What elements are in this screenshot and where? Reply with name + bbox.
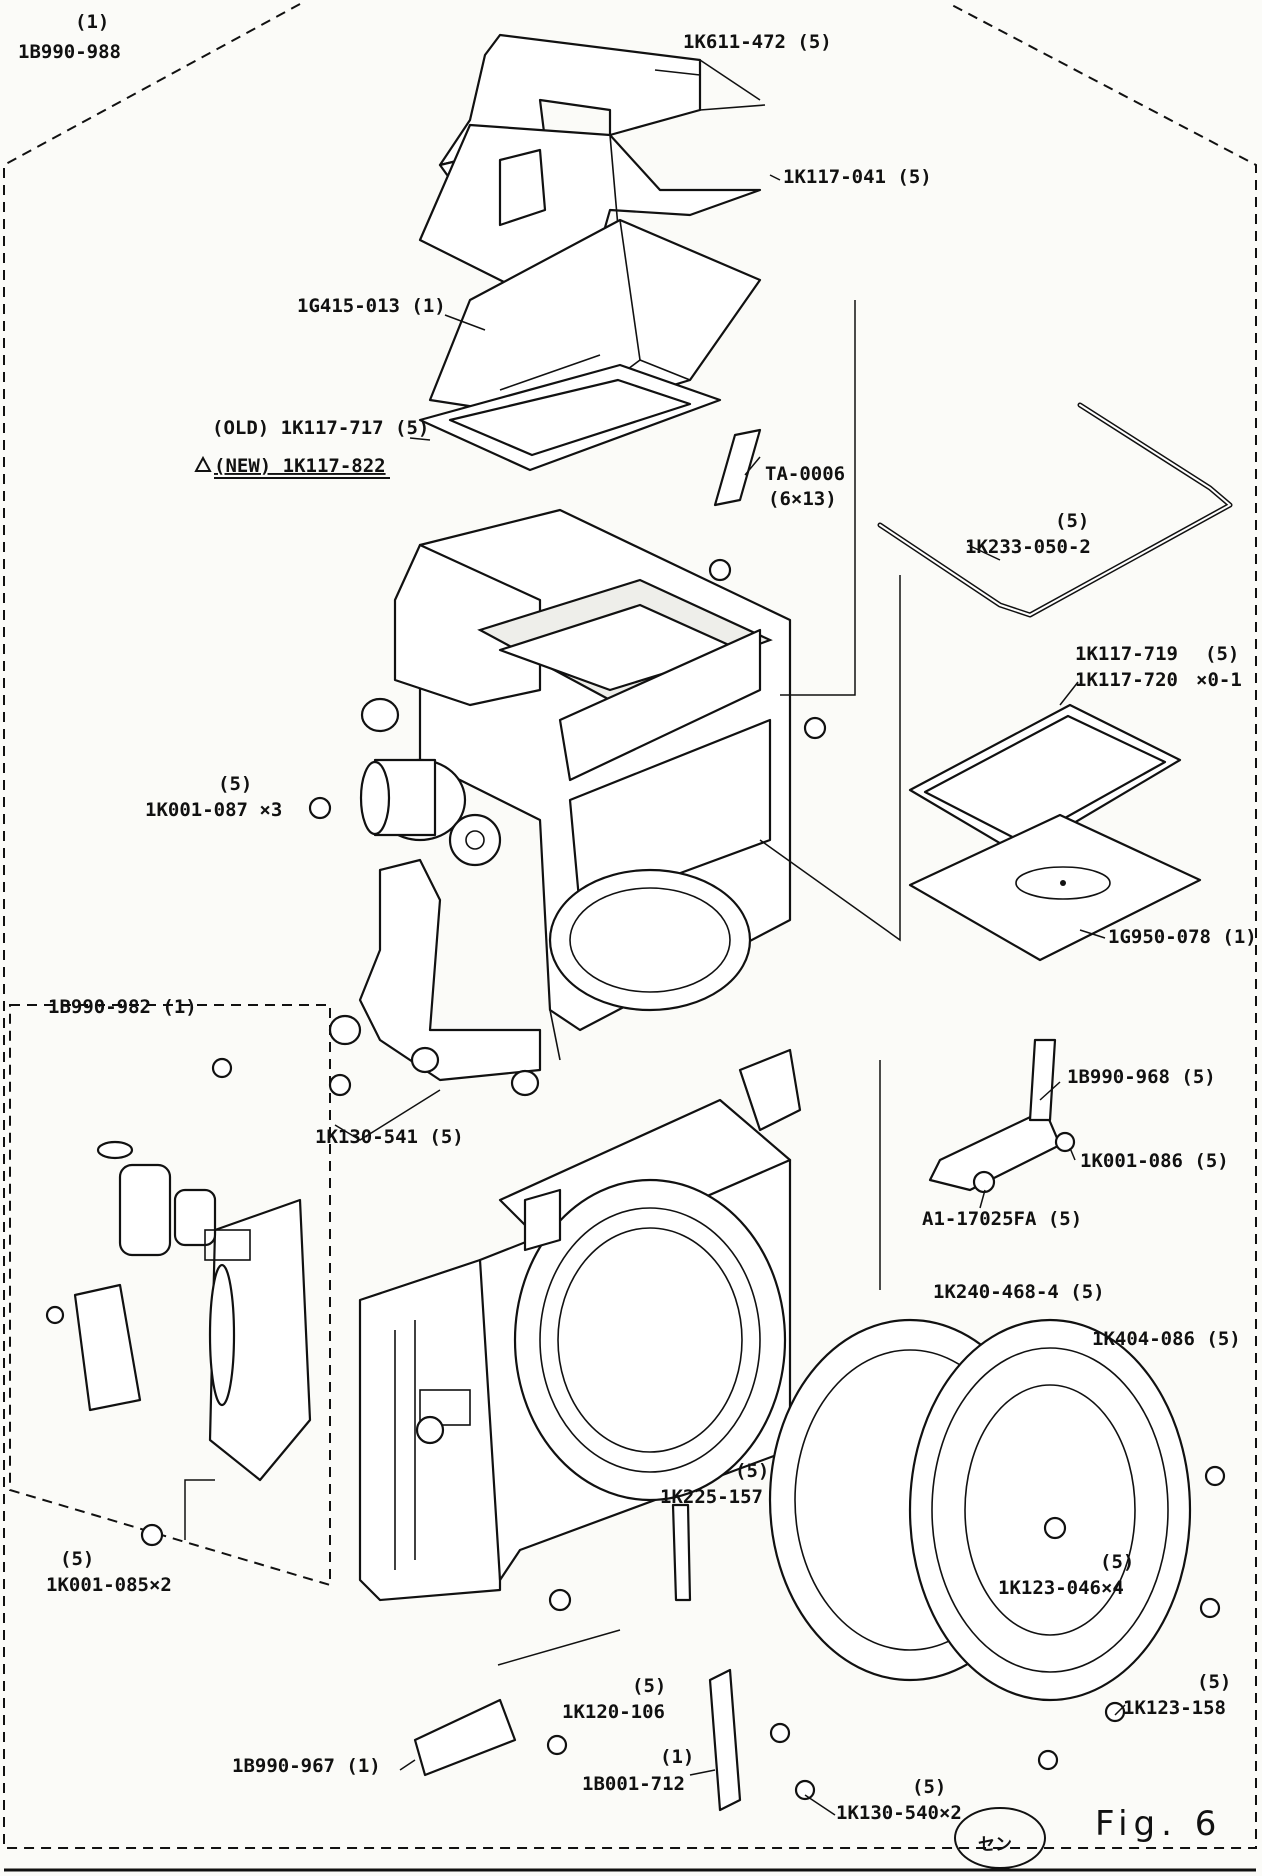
label-assy-main-qty: (1)	[75, 11, 109, 33]
bayonet-part	[908, 1318, 1192, 1702]
label-screw-bayonet-qty: (5)	[1100, 1551, 1134, 1573]
label-gasket-new: (NEW) 1K117-822	[214, 455, 386, 477]
lead-line	[1114, 1704, 1126, 1716]
label-screen-frame-a: 1K117-719	[1075, 643, 1178, 665]
label-screw-lever: 1K001-086 (5)	[1080, 1150, 1229, 1172]
label-lock-assy: 1B990-967 (1)	[232, 1755, 381, 1777]
gasket-part	[418, 363, 722, 472]
label-lever-assy: 1B990-968 (5)	[1067, 1066, 1216, 1088]
screws	[45, 558, 1226, 1801]
label-spring: 1K225-157	[660, 1486, 763, 1508]
lead-line	[744, 456, 761, 476]
label-screen-frame-b: 1K117-720	[1075, 669, 1178, 691]
label-finder-plate: 1K117-041 (5)	[783, 166, 932, 188]
lead-line	[497, 1629, 621, 1666]
lead-line	[409, 437, 431, 441]
figure-label: Fig. 6	[1095, 1804, 1222, 1844]
stamp-text: セン	[978, 1835, 1012, 1855]
label-spring-wire: 1K233-050-2	[965, 536, 1091, 558]
change-marker-icon	[194, 455, 212, 472]
label-screw-158: 1K123-158	[1123, 1697, 1226, 1719]
lead-line	[979, 1189, 986, 1209]
sub-assembly-parts	[73, 1140, 312, 1482]
label-plate-ring: 1K240-468-4 (5)	[933, 1281, 1105, 1303]
spring-coil-part	[671, 1503, 692, 1602]
lead-line	[689, 1769, 716, 1776]
mirror-box-part	[328, 508, 792, 1097]
label-spring-small-qty: (5)	[632, 1675, 666, 1697]
label-screw-sub-qty: (5)	[60, 1548, 94, 1570]
lead-line	[780, 300, 856, 696]
screen-frame-part	[908, 703, 1182, 857]
lead-line	[334, 1089, 441, 1141]
label-sub-assy: 1B990-982 (1)	[48, 996, 197, 1018]
lead-line	[967, 544, 1001, 561]
label-screw-sub: 1K001-085×2	[46, 1574, 172, 1596]
label-screw-540: 1K130-540×2	[836, 1802, 962, 1824]
lever-arm	[1028, 1038, 1057, 1122]
label-assy-main: 1B990-988	[18, 41, 121, 63]
label-screw-bottom-left: 1K130-541 (5)	[315, 1126, 464, 1148]
label-spring-small: 1K120-106	[562, 1701, 665, 1723]
lead-line	[804, 1794, 836, 1816]
lead-line	[769, 174, 781, 181]
lead-line	[759, 575, 901, 942]
lead-line	[184, 1479, 215, 1540]
lead-line	[444, 314, 486, 331]
lock-part	[413, 1698, 517, 1777]
lead-line	[399, 1759, 416, 1771]
label-focus-screen: 1G950-078 (1)	[1108, 926, 1257, 948]
focus-screen-part	[908, 813, 1202, 962]
assembly-boundary	[3, 3, 1257, 1849]
label-screw-left-qty: (5)	[218, 773, 252, 795]
tape-part	[713, 428, 762, 507]
label-prism: 1G415-013 (1)	[297, 295, 446, 317]
spring-wire-part	[877, 402, 1233, 618]
label-bayonet: 1K404-086 (5)	[1092, 1328, 1241, 1350]
label-spring-wire-qty: (5)	[1055, 510, 1089, 532]
lead-line	[654, 69, 701, 76]
label-finder-cover: 1K611-472 (5)	[683, 31, 832, 53]
label-washer: A1-17025FA (5)	[922, 1208, 1082, 1230]
front-frame-part	[358, 1048, 802, 1612]
lead-line	[1069, 1147, 1076, 1161]
lead-line	[1039, 1081, 1061, 1101]
label-lever-712: 1B001-712	[582, 1773, 685, 1795]
lever-part	[928, 1108, 1062, 1192]
lead-line	[1079, 929, 1106, 939]
lever-712-part	[708, 1668, 742, 1812]
lead-line	[1059, 681, 1079, 706]
stamp-icon	[954, 1807, 1046, 1869]
label-spring-qty: (5)	[735, 1460, 769, 1482]
label-tape: TA-0006	[765, 463, 845, 485]
label-screw-158-qty: (5)	[1197, 1671, 1231, 1693]
label-screw-left: 1K001-087 ×3	[145, 799, 282, 821]
label-screw-bayonet: 1K123-046×4	[998, 1577, 1124, 1599]
label-screen-frame-qty: (5)	[1205, 643, 1239, 665]
label-tape-size: (6×13)	[768, 488, 837, 510]
label-lever-712-qty: (1)	[660, 1746, 694, 1768]
sub-assembly-boundary	[9, 1004, 331, 1587]
label-gasket-old: (OLD) 1K117-717 (5)	[212, 417, 429, 439]
label-screw-540-qty: (5)	[912, 1776, 946, 1798]
label-screen-frame-mult: ×0-1	[1196, 669, 1242, 691]
